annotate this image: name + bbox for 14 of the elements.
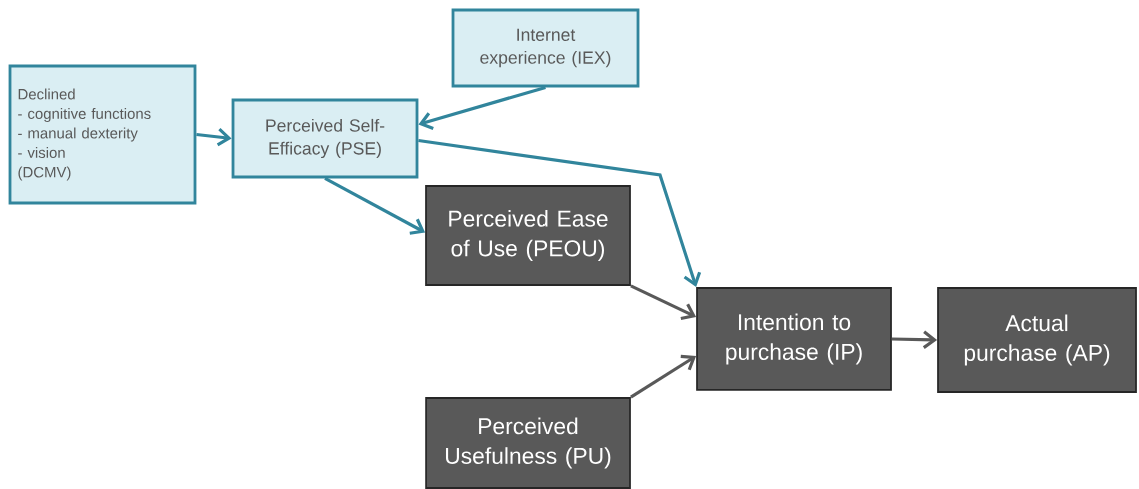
- arrow: [324, 177, 426, 235]
- construct-box: Perceived Ease of Use (PEOU): [425, 185, 631, 286]
- arrow: [418, 138, 702, 288]
- arrow: [196, 128, 232, 147]
- arrow: [418, 85, 546, 130]
- construct-box: Intention to purchase (IP): [696, 287, 892, 391]
- arrow: [891, 330, 938, 349]
- concept-box: Perceived Self-Efficacy (PSE): [231, 98, 419, 179]
- arrow: [630, 284, 697, 320]
- construct-box: Perceived Usefulness (PU): [425, 397, 631, 489]
- concept-box: Internet experience (IEX): [451, 8, 640, 88]
- arrow: [630, 354, 697, 399]
- concept-box: Declined - cognitive functions - manual dexterity - vision (DCMV): [8, 64, 197, 205]
- construct-box: Actual purchase (AP): [937, 287, 1137, 393]
